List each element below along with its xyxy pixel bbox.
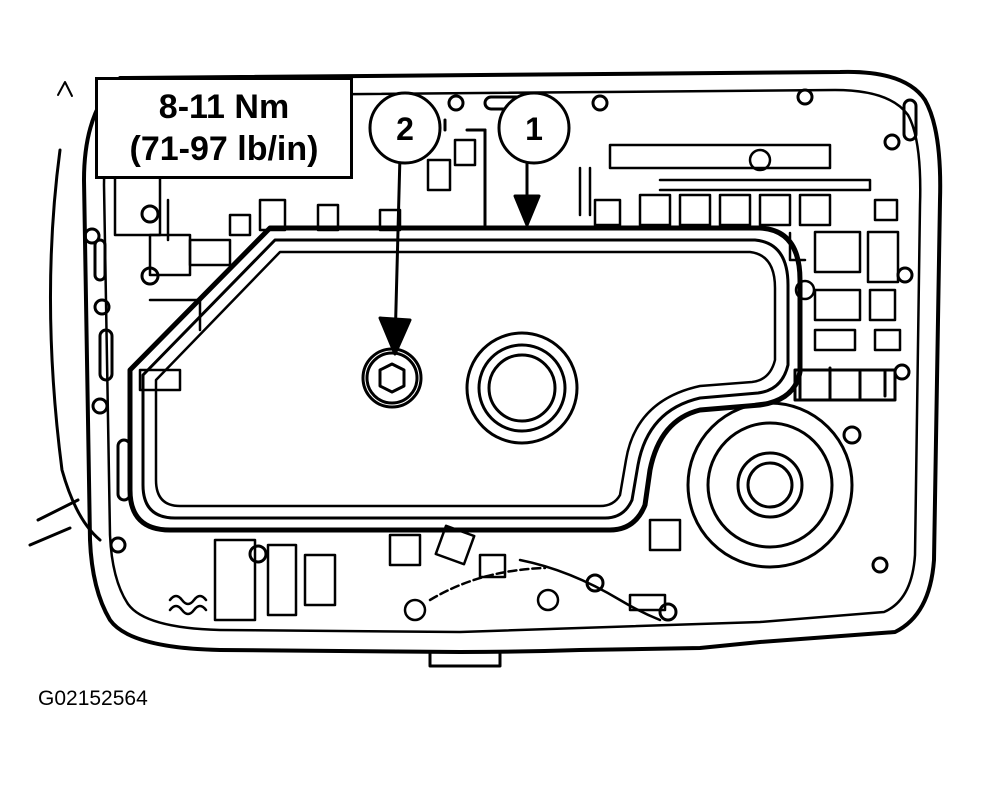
transmission-housing: [28, 69, 943, 668]
callout-1-marker: [497, 91, 571, 165]
torque-spec-imperial: (71-97 lb/in): [129, 130, 319, 168]
torque-spec-metric: 8-11 Nm: [158, 88, 290, 126]
valve-body-lower: [168, 518, 682, 622]
callout-1-label: 1: [525, 111, 543, 147]
callout-2-label: 2: [396, 111, 414, 147]
oil-pan-gasket: [127, 225, 803, 533]
callout-2-marker: [368, 91, 442, 165]
callout-leaders: [378, 118, 541, 356]
figure-id: G02152564: [38, 687, 148, 710]
filter-neck: [465, 331, 579, 445]
torque-spec-box: 8-11 Nm (71-97 lb/in): [95, 77, 353, 179]
pan-bolt: [361, 347, 423, 409]
valve-body-internals: [113, 138, 902, 392]
